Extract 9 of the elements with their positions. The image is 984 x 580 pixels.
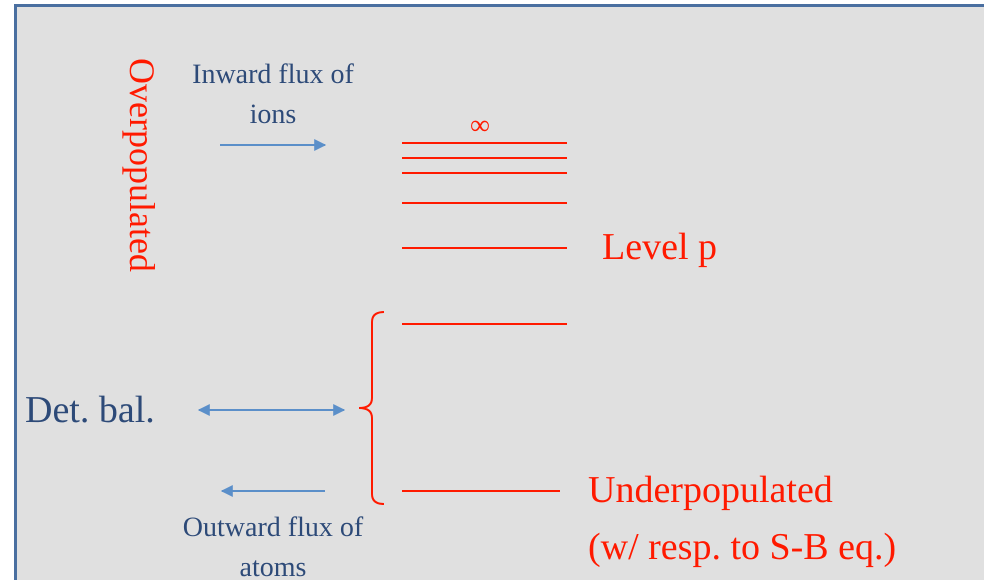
infinity-label: ∞ xyxy=(470,112,490,140)
double-arrow xyxy=(198,404,346,416)
flux-label: Inward flux of ions xyxy=(191,58,355,132)
population-label: Underpopulated xyxy=(588,471,833,509)
axis-label: Overpopulated xyxy=(124,58,160,272)
flux-label: Outward flux of atoms xyxy=(182,511,364,580)
note-text: (w/ resp. to S-B eq.) xyxy=(588,528,896,566)
level-label: Level p xyxy=(602,228,718,266)
term-label: Det. bal. xyxy=(25,388,195,432)
